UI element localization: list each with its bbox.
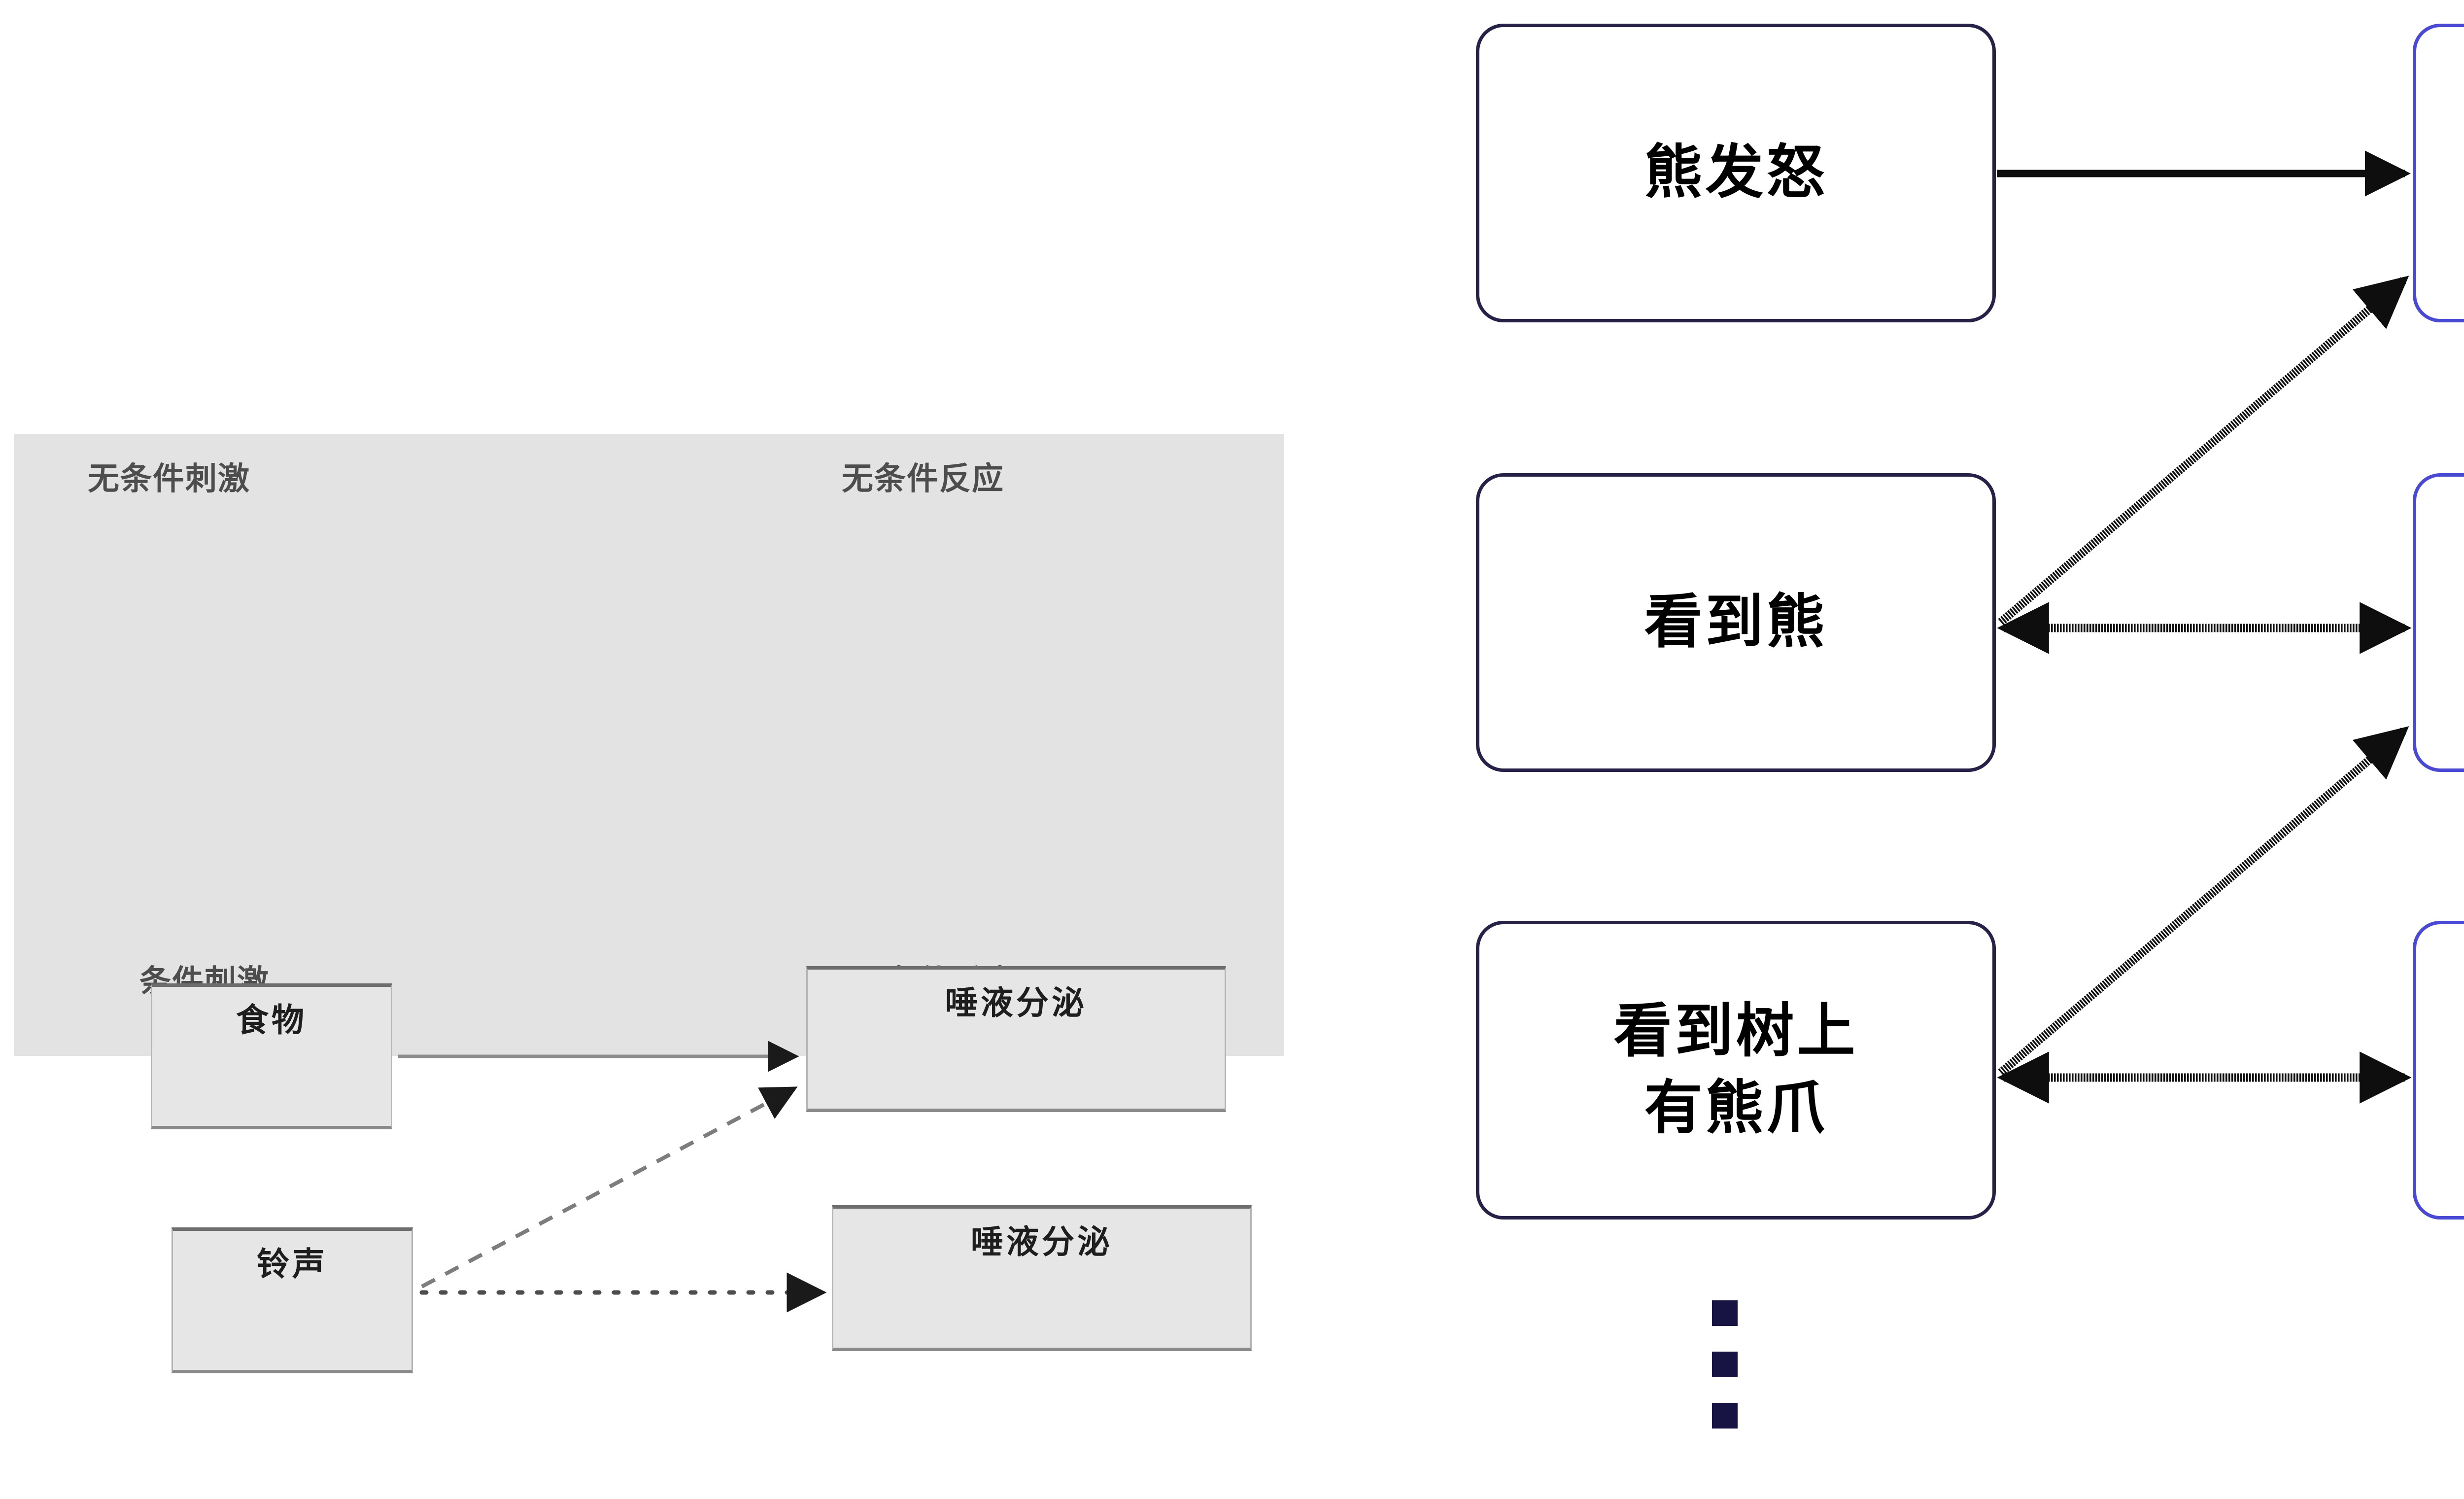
box-salivation-cond-label: 唾液分泌 — [971, 1223, 1113, 1260]
box-value-next-state: V(s′) — [2413, 473, 2464, 772]
box-reward: 奖励 — [2413, 24, 2464, 322]
label-unconditioned-stimulus: 无条件刺激 — [88, 461, 250, 496]
ellipsis-left-column — [1712, 1300, 1738, 1429]
classical-conditioning-edges — [398, 1041, 827, 1313]
box-see-bear: 看到熊 — [1476, 473, 1996, 772]
box-salivation-uncond-label: 唾液分泌 — [945, 984, 1087, 1021]
box-see-bear-claw-on-tree-label: 看到树上 有熊爪 — [1613, 999, 1858, 1141]
classical-conditioning-panel: 无条件刺激 无条件反应 条件刺激 条件反应 食物 铃声 唾液分泌 唾液分泌 — [14, 434, 1284, 1373]
rl-edges-and-loop — [1997, 150, 2412, 1104]
box-bear-angry-label: 熊发怒 — [1644, 140, 1828, 206]
box-bell-label: 铃声 — [257, 1246, 328, 1282]
box-see-bear-claw-on-tree: 看到树上 有熊爪 — [1476, 921, 1996, 1220]
ellipsis-dot — [1712, 1403, 1738, 1429]
box-food: 食物 — [151, 983, 392, 1129]
box-salivation-cond: 唾液分泌 — [832, 1205, 1252, 1351]
box-bear-angry: 熊发怒 — [1476, 24, 1996, 322]
box-salivation-uncond: 唾液分泌 — [806, 966, 1226, 1112]
td-value-propagation-panel: 熊发怒 看到熊 看到树上 有熊爪 奖励 V(s′) V(s) — [1469, 0, 2464, 1499]
box-see-bear-label: 看到熊 — [1644, 590, 1828, 655]
edge-claw-to-vsprime — [1998, 726, 2409, 1076]
box-value-current-state: V(s) — [2413, 921, 2464, 1220]
label-unconditioned-response: 无条件反应 — [842, 461, 1004, 496]
box-bell: 铃声 — [171, 1227, 413, 1373]
box-food-label: 食物 — [236, 1002, 307, 1038]
edge-see-bear-to-reward — [1998, 276, 2409, 626]
ellipsis-dot — [1712, 1300, 1738, 1326]
ellipsis-dot — [1712, 1352, 1738, 1377]
